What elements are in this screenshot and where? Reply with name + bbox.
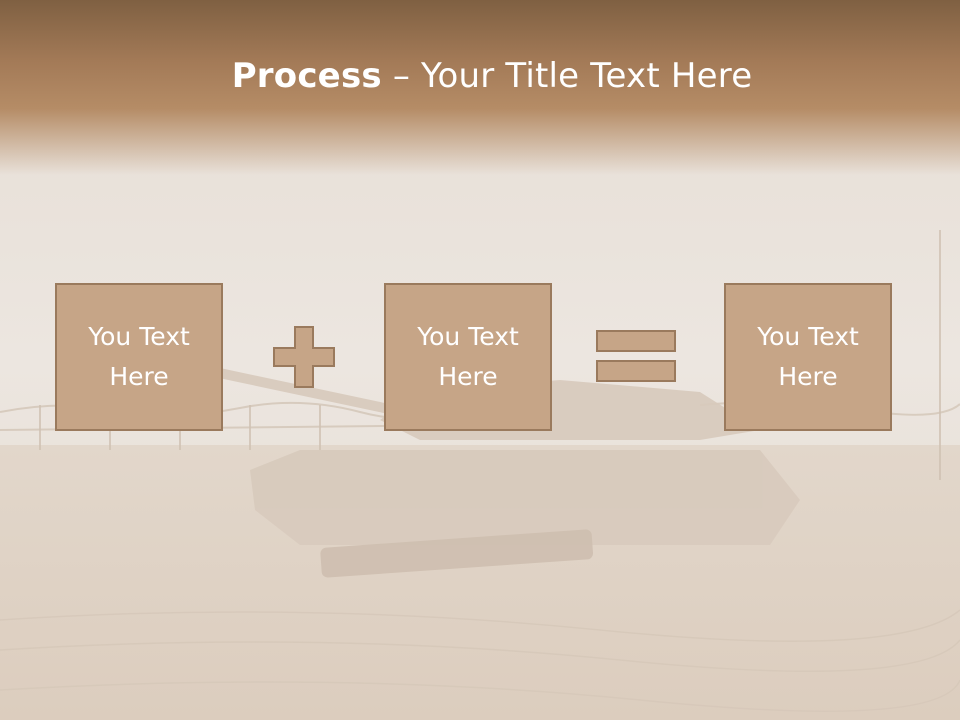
title-bold: Process (231, 56, 382, 96)
title-rest: – Your Title Text Here (381, 56, 753, 96)
text-box-3[interactable]: You Text Here (724, 283, 892, 431)
text-box-3-label: You Text Here (757, 322, 859, 391)
text-box-2[interactable]: You Text Here (384, 283, 552, 431)
text-box-1[interactable]: You Text Here (55, 283, 223, 431)
slide-title: Process – Your Title Text Here (0, 52, 960, 100)
equals-icon (596, 330, 676, 382)
header-band (0, 0, 960, 175)
text-box-1-label: You Text Here (88, 322, 190, 391)
text-box-2-label: You Text Here (417, 322, 519, 391)
plus-icon (273, 326, 335, 388)
